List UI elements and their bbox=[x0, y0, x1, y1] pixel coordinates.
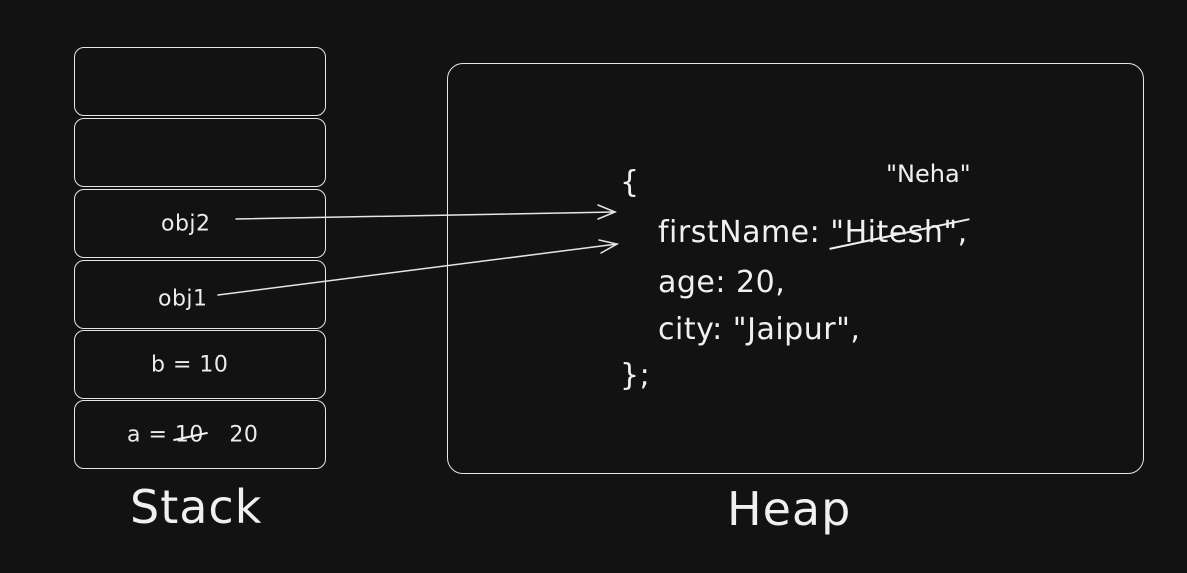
obj1-label: obj1 bbox=[158, 286, 208, 312]
heap-label: Heap bbox=[727, 482, 852, 536]
b-value-label: b = 10 bbox=[151, 352, 229, 377]
heap-open-brace: { bbox=[620, 165, 640, 200]
obj1-reference-arrow bbox=[217, 239, 620, 296]
stack-cell-obj2: obj2 bbox=[74, 189, 326, 258]
stack-cell-b: b = 10 bbox=[74, 330, 326, 399]
a-old-value: 10 bbox=[174, 422, 204, 447]
stack-cell-1 bbox=[74, 47, 326, 116]
obj2-label: obj2 bbox=[161, 211, 211, 236]
a-prefix: a = bbox=[127, 422, 168, 447]
heap-age-line: age: 20, bbox=[658, 265, 786, 300]
heap-close-brace: }; bbox=[620, 358, 651, 393]
stack-cell-a: a = 10 20 bbox=[74, 400, 326, 469]
a-value-label: a = 10 20 bbox=[127, 422, 258, 447]
heap-first-name-old-value: "Hitesh", bbox=[830, 215, 968, 250]
heap-first-name-key: firstName: bbox=[658, 215, 821, 250]
stack-cell-2 bbox=[74, 118, 326, 187]
heap-first-name-line: firstName: "Hitesh", bbox=[658, 215, 968, 250]
obj2-reference-arrow bbox=[235, 204, 617, 220]
heap-box bbox=[447, 63, 1144, 474]
stack-cell-obj1: obj1 bbox=[74, 260, 326, 329]
heap-first-name-new-value: "Neha" bbox=[886, 160, 971, 188]
stack-label: Stack bbox=[130, 480, 263, 534]
heap-city-line: city: "Jaipur", bbox=[658, 312, 861, 347]
a-new-value: 20 bbox=[229, 422, 259, 447]
